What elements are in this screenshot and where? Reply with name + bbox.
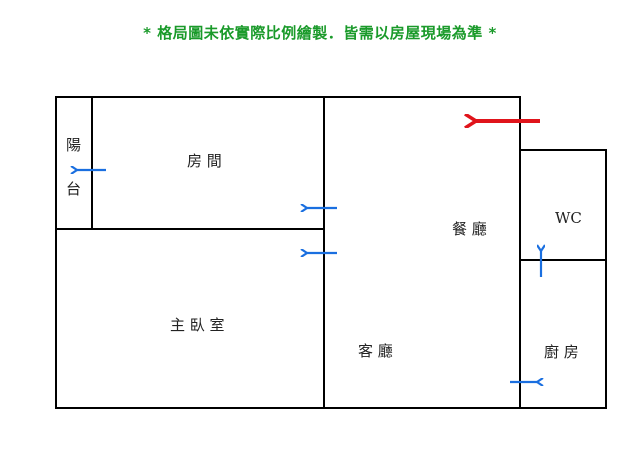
- master-bedroom-label: 主 臥 室: [170, 316, 225, 334]
- annex-wall: [519, 149, 607, 409]
- balcony-label: 台: [66, 180, 81, 198]
- disclaimer-notice: * 格局圖未依實際比例繪製．皆需以房屋現場為準 *: [143, 24, 497, 42]
- living-room-label: 客 廳: [358, 342, 393, 360]
- balcony-label: 陽: [66, 136, 81, 154]
- wc-label: WC: [555, 209, 582, 227]
- dining-room-label: 餐 廳: [452, 220, 487, 238]
- outer-wall: [55, 96, 521, 409]
- kitchen-label: 廚 房: [544, 343, 579, 361]
- bedroom-label: 房 間: [187, 152, 222, 170]
